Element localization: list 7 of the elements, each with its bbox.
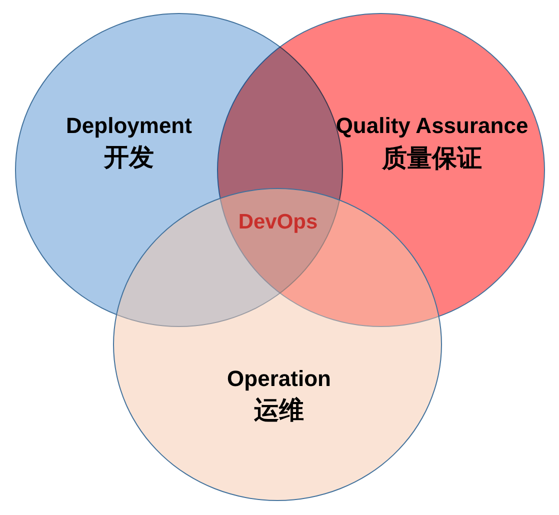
set-label: Deployment xyxy=(66,114,192,138)
set-label: Quality Assurance xyxy=(336,114,528,138)
intersection-label: DevOps xyxy=(238,210,318,234)
set-label: Operation xyxy=(227,366,331,392)
set-label-translation: 开发 xyxy=(104,144,154,172)
set-label-translation: 运维 xyxy=(254,397,304,425)
set-label-translation: 质量保证 xyxy=(382,145,482,173)
